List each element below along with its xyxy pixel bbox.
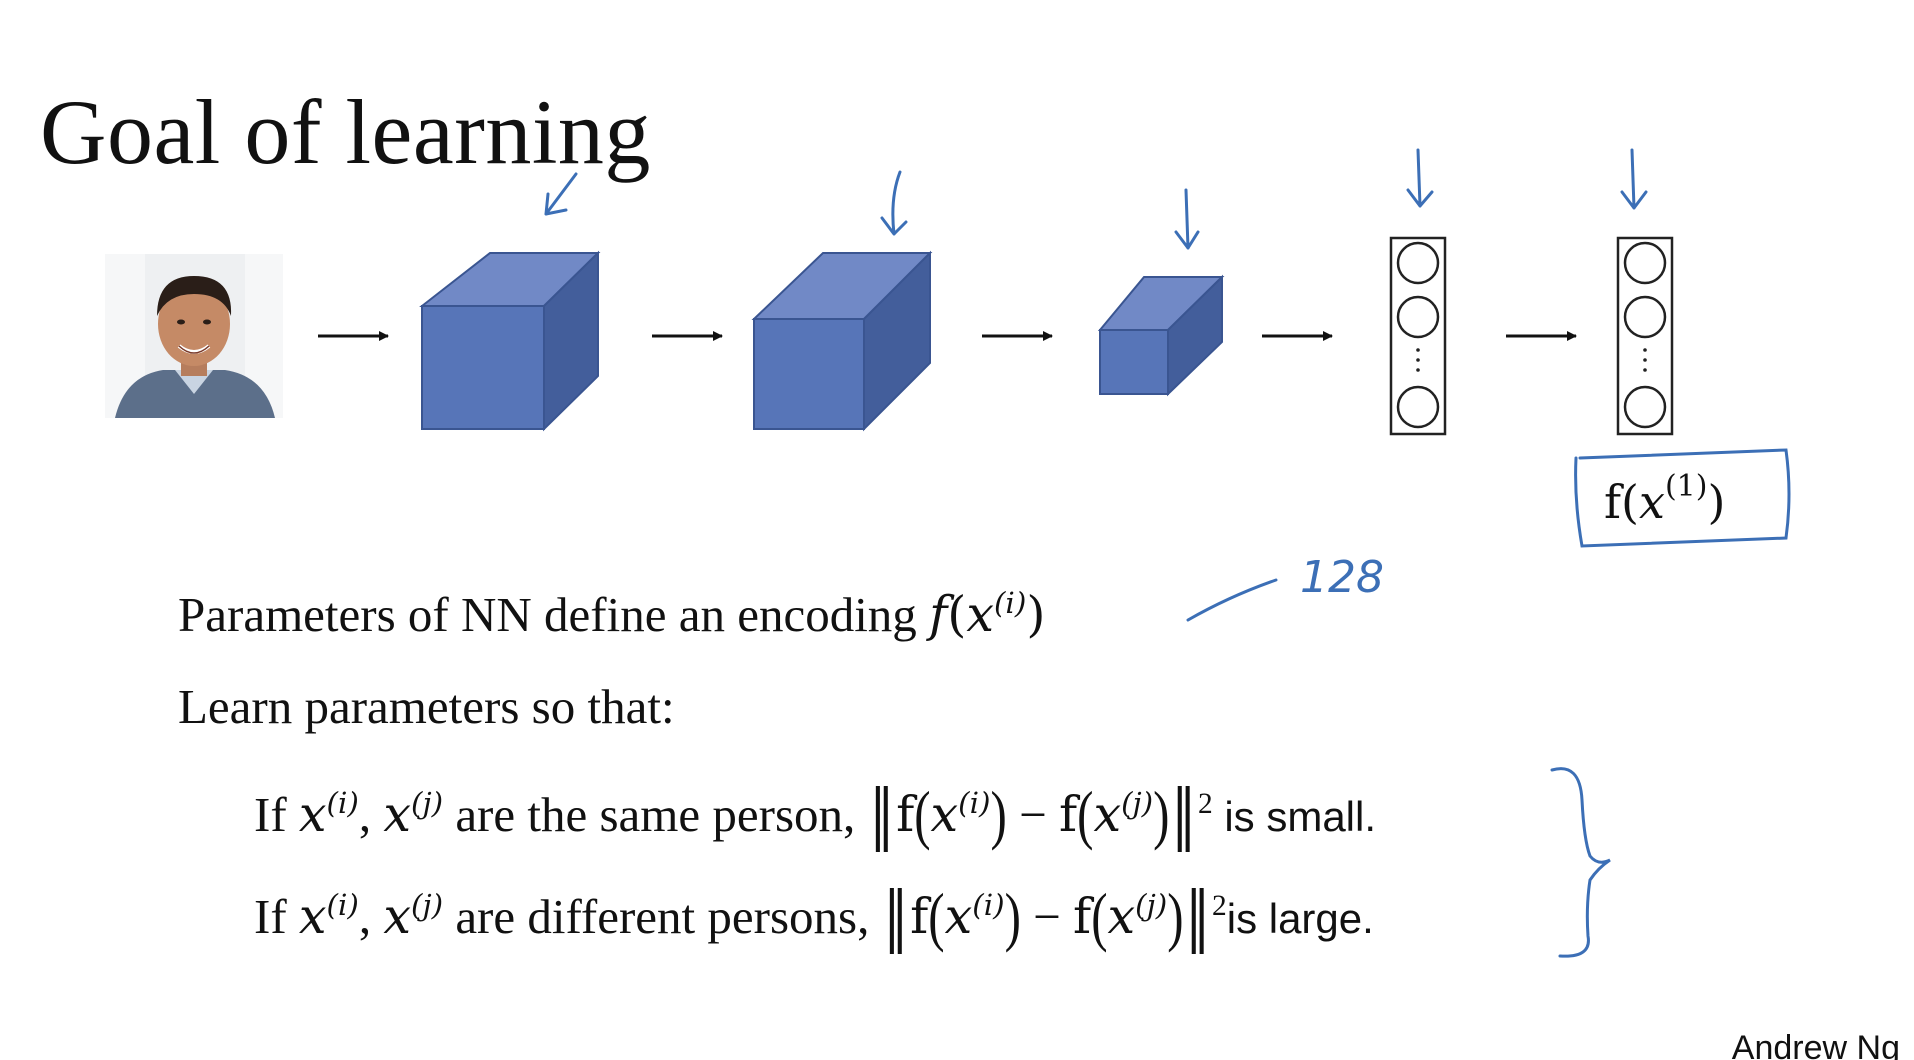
line3-norm-x2: x — [1093, 786, 1122, 843]
line3-norm-minus: − — [1006, 787, 1059, 842]
line4-norm-sup-j: (j) — [1135, 888, 1168, 923]
learn-parameters-line: Learn parameters so that: — [178, 679, 675, 734]
line4-xi-sup: (i) — [326, 888, 359, 923]
line4-if: If — [254, 889, 299, 944]
line3-norm-x1: x — [930, 786, 959, 843]
output-label-x: x — [1639, 475, 1665, 529]
line3-xj-sup: (j) — [411, 786, 444, 821]
encoding-f: f — [929, 586, 948, 643]
line4-norm-f2: f — [1073, 888, 1092, 945]
line3-if: If — [254, 787, 299, 842]
encoding-x-sup: (i) — [993, 586, 1027, 621]
line3-middle: are the same person, — [443, 787, 868, 842]
encoding-text: Parameters of NN define an encoding — [178, 587, 930, 642]
encoding-definition-line: Parameters of NN define an encoding f(x(… — [178, 586, 1046, 643]
ink-curly-brace — [1550, 767, 1611, 958]
line3-suffix: is small. — [1212, 793, 1377, 840]
line3-xi: x — [298, 786, 327, 843]
same-person-condition: If x(i), x(j) are the same person, ‖f(x(… — [254, 775, 1377, 853]
line4-xj-sup: (j) — [411, 888, 444, 923]
fc-layer-1 — [1389, 236, 1447, 436]
line3-xj: x — [383, 786, 412, 843]
ink-arrow-2 — [880, 170, 908, 236]
slide-title: Goal of learning — [40, 80, 651, 183]
line4-norm-minus: − — [1020, 889, 1074, 944]
ink-arrow-3 — [1174, 188, 1200, 250]
conv-volume-3 — [1097, 274, 1225, 397]
line3-norm-sup-i: (i) — [958, 786, 991, 821]
line4-norm-f1: f — [910, 888, 929, 945]
line4-comma: , — [358, 889, 384, 944]
line3-xi-sup: (i) — [326, 786, 359, 821]
line4-norm-x2: x — [1107, 888, 1136, 945]
ink-arrow-1 — [544, 172, 578, 216]
dimension-annotation: 128 — [1300, 552, 1384, 603]
line3-norm-power: 2 — [1197, 788, 1213, 821]
ink-output-box — [1574, 448, 1791, 548]
line4-middle: are different persons, — [443, 889, 882, 944]
line3-norm-sup-j: (j) — [1121, 786, 1154, 821]
output-label-f: f — [1604, 475, 1624, 529]
handwritten-arrows — [544, 148, 1791, 958]
line4-norm-x1: x — [944, 888, 973, 945]
author-credit: Andrew Ng — [1731, 1029, 1900, 1060]
line3-norm-f2: f — [1058, 786, 1078, 843]
line3-comma: , — [358, 787, 384, 842]
line4-suffix: is large. — [1226, 895, 1374, 942]
fc-layer-2 — [1616, 236, 1674, 436]
line4-xj: x — [383, 888, 412, 945]
output-label-sup: (1) — [1665, 469, 1708, 504]
line4-xi: x — [298, 888, 327, 945]
encoding-x: x — [966, 586, 994, 643]
conv-volume-2 — [751, 250, 933, 432]
output-encoding-label: f(x(1)) — [1604, 469, 1725, 529]
conv-volume-1 — [419, 250, 601, 432]
line3-norm-f1: f — [896, 786, 915, 843]
ink-arrow-5 — [1620, 148, 1648, 210]
ink-dim-stroke — [1186, 578, 1278, 622]
face-photo — [105, 254, 283, 418]
line4-norm-sup-i: (i) — [972, 888, 1005, 923]
different-person-condition: If x(i), x(j) are different persons, ‖f(… — [254, 877, 1374, 955]
ink-arrow-4 — [1406, 148, 1434, 208]
line4-norm-power: 2 — [1212, 890, 1227, 923]
